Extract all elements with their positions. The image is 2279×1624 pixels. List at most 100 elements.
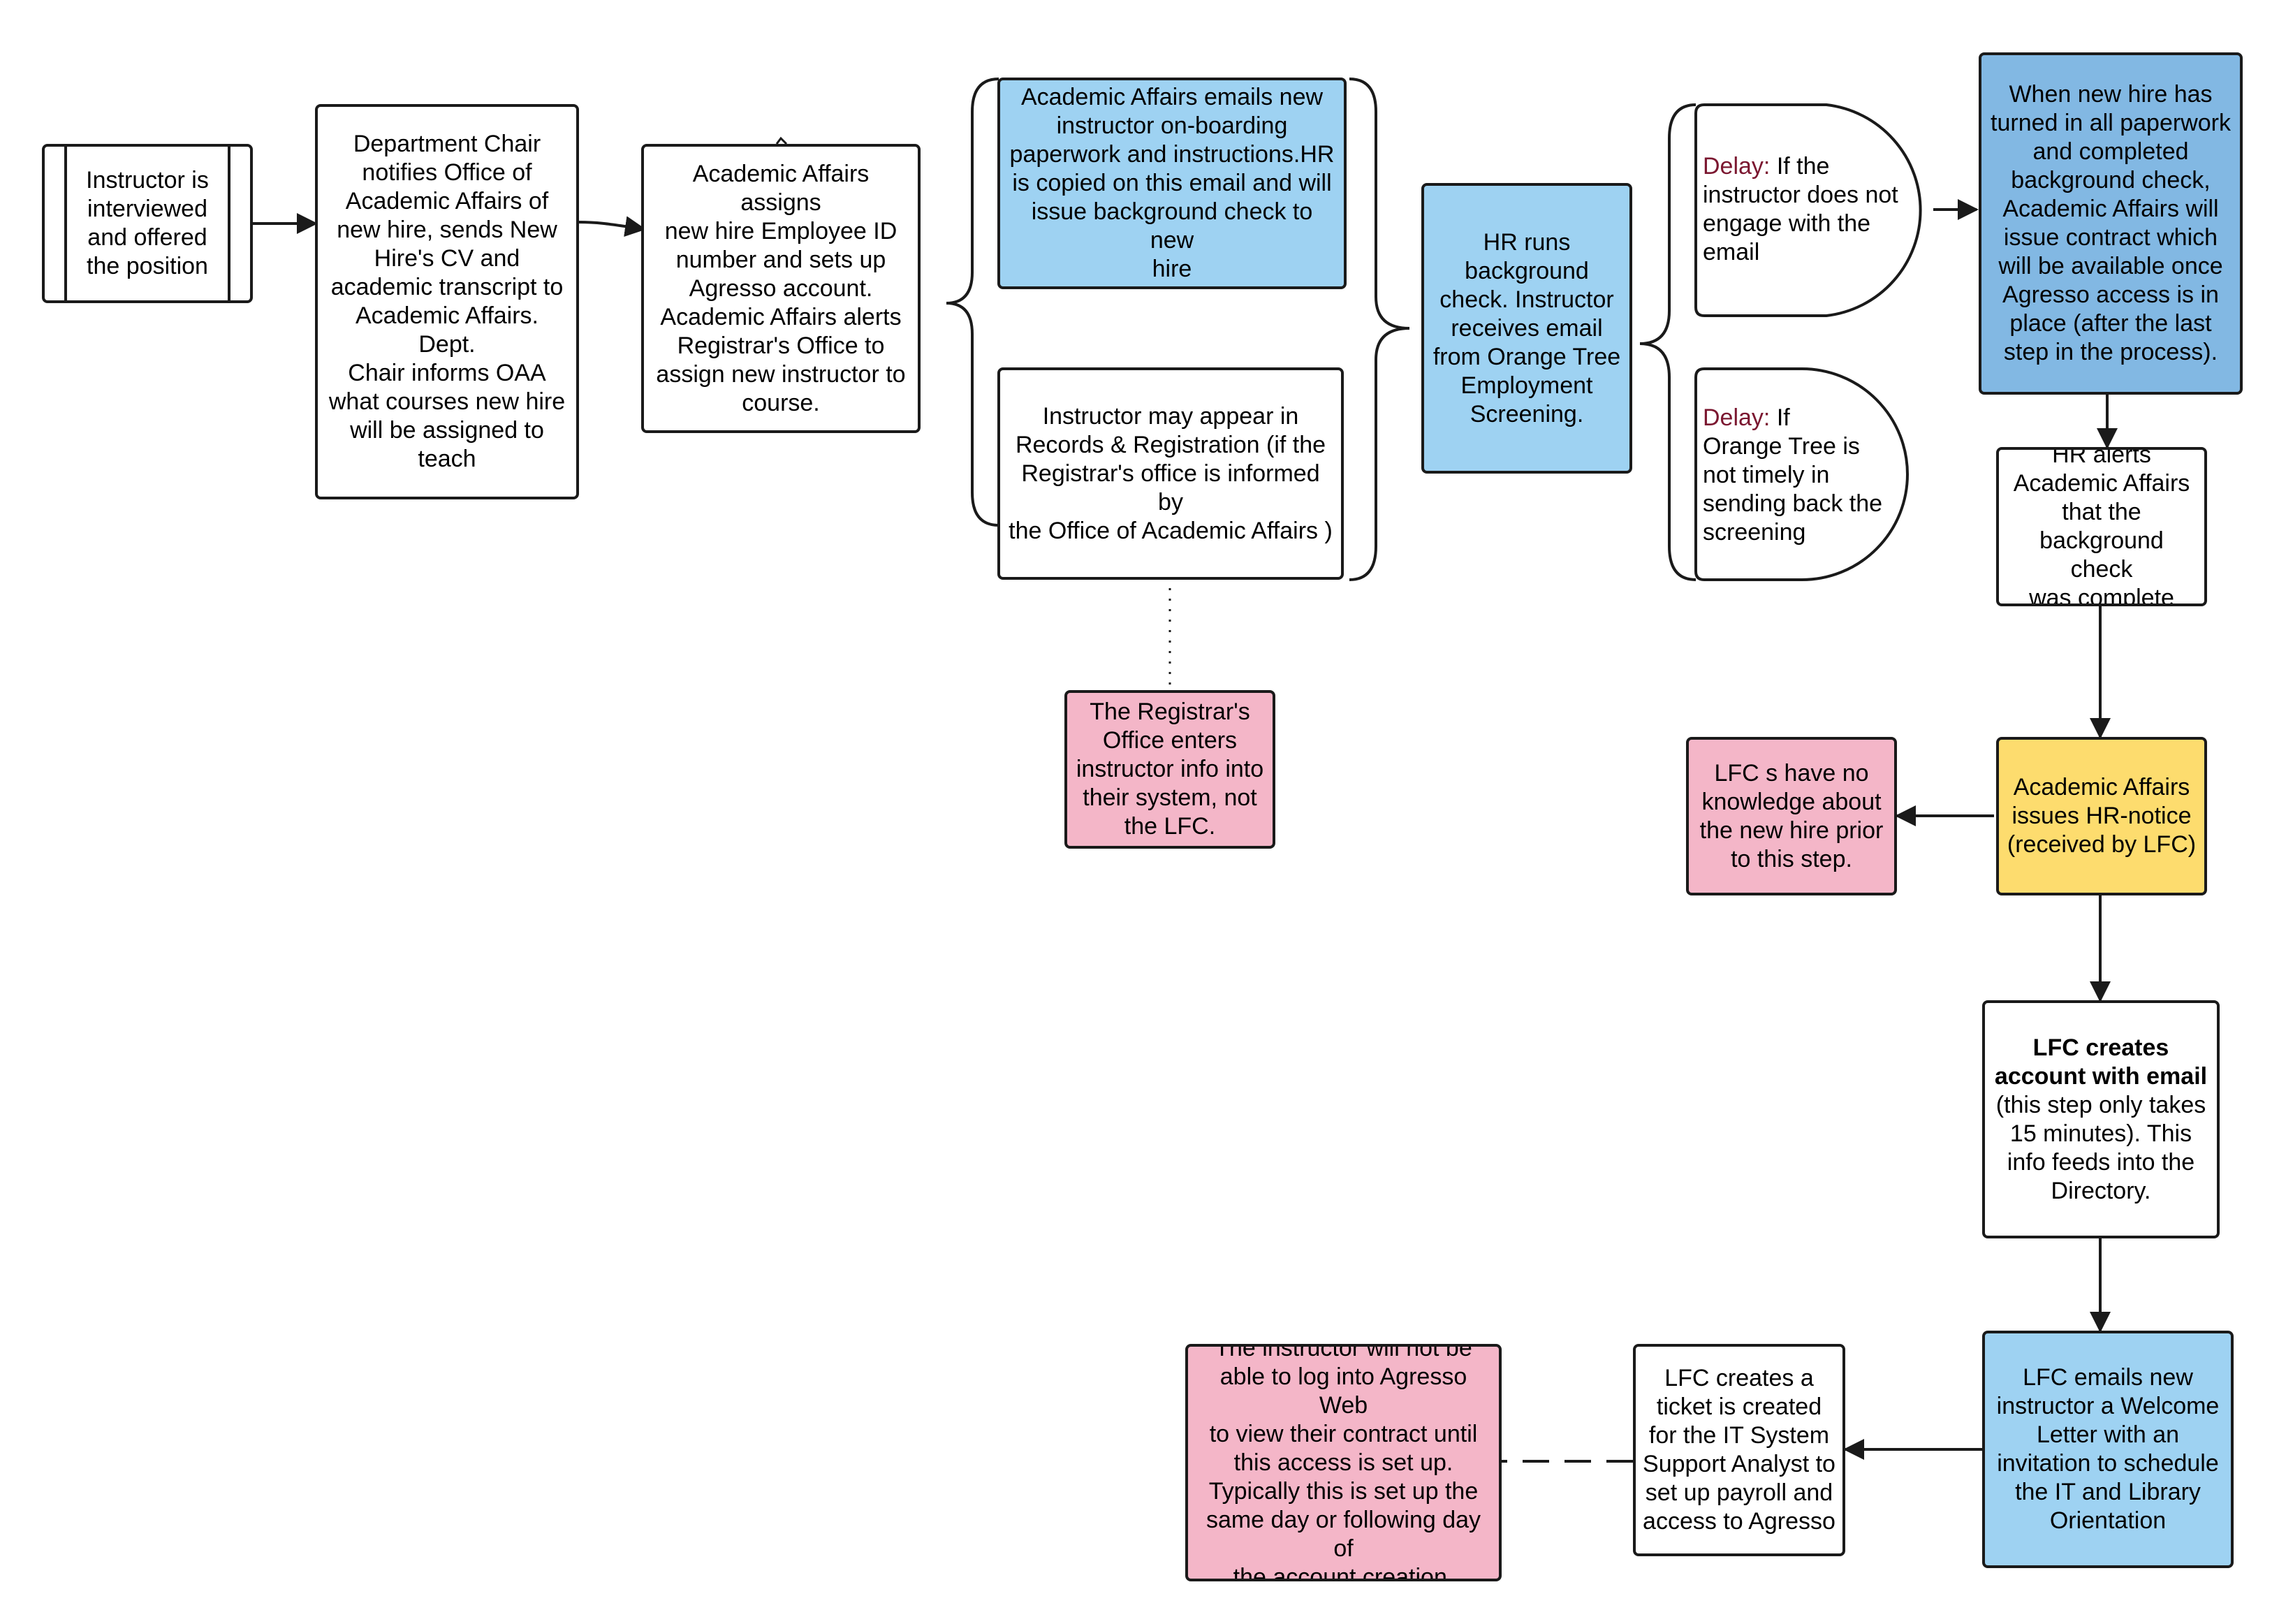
- delay-shape-2: [1694, 367, 1909, 581]
- node-line: Delay: If: [1703, 404, 1790, 432]
- node-line: Academic Affairs assigns: [692, 160, 870, 216]
- node-line: Orange Tree is: [1703, 432, 1860, 460]
- node-line: issues HR-notice: [2011, 803, 2192, 829]
- node-line: background check: [2039, 527, 2164, 583]
- node-line: Academic Affairs of: [345, 188, 549, 214]
- node-line: Directory.: [2051, 1177, 2151, 1204]
- node-line-bold: LFC creates: [2032, 1034, 2169, 1061]
- node-line: paperwork and instructions.HR: [1009, 141, 1335, 168]
- node-line: knowledge about: [1701, 788, 1882, 815]
- node-line: new hire, sends New: [337, 217, 557, 243]
- node-line: background check,: [2011, 167, 2211, 193]
- process-bar-left: [64, 147, 67, 300]
- node-department-chair: Department Chair notifies Office of Acad…: [315, 104, 579, 499]
- node-affairs-emails-instructor: Academic Affairs emails new instructor o…: [997, 78, 1347, 289]
- node-line: sending back the: [1703, 490, 1883, 517]
- node-line: same day or following day of: [1206, 1506, 1481, 1562]
- node-line: teach: [418, 446, 476, 472]
- node-registrar-enters-info: The Registrar's Office enters instructor…: [1064, 690, 1275, 849]
- node-line: is copied on this email and will: [1012, 170, 1332, 196]
- node-line: academic transcript to: [330, 274, 564, 300]
- node-line: (this step only takes: [1995, 1091, 2206, 1118]
- node-line: Hire's CV and: [374, 245, 520, 272]
- node-line: HR alerts: [2052, 447, 2151, 468]
- node-line: step in the process).: [2003, 339, 2218, 365]
- node-line: 15 minutes). This: [2009, 1120, 2192, 1147]
- node-line: set up payroll and: [1645, 1479, 1833, 1506]
- node-line: The instructor will not be: [1215, 1344, 1472, 1361]
- node-line: HR runs: [1483, 228, 1571, 256]
- node-lfc-welcome-letter: LFC emails new instructor a Welcome Lett…: [1982, 1331, 2234, 1568]
- node-line: to view their contract until: [1209, 1420, 1478, 1447]
- node-line: Academic Affairs emails new: [1020, 84, 1324, 110]
- node-line: hire: [1152, 256, 1192, 282]
- node-line: Agresso account.: [689, 275, 873, 302]
- node-lfc-ticket: LFC creates a ticket is created for the …: [1633, 1344, 1845, 1556]
- node-line: (received by LFC): [2007, 831, 2197, 858]
- node-line: email: [1703, 239, 1760, 265]
- node-line: check. Instructor: [1439, 286, 1614, 313]
- node-hr-notice: Academic Affairs issues HR-notice (recei…: [1996, 737, 2207, 895]
- node-agresso-access-note: The instructor will not be able to log i…: [1185, 1344, 1502, 1581]
- node-line: instructor a Welcome: [1996, 1393, 2220, 1419]
- edge-chair-to-affairs: [578, 216, 646, 237]
- delay-text: If the: [1770, 153, 1830, 180]
- node-line: and completed: [2032, 138, 2189, 165]
- node-line: from Orange Tree: [1432, 343, 1621, 370]
- node-line: to this step.: [1731, 845, 1852, 872]
- node-delay-orange-tree: Delay: If Orange Tree is not timely in s…: [1697, 391, 1907, 559]
- node-line: invitation to schedule: [1997, 1450, 2219, 1477]
- node-line: Letter with an: [2036, 1421, 2180, 1448]
- delay-text: If: [1770, 404, 1790, 431]
- node-line: the new hire prior: [1699, 817, 1884, 844]
- node-line: Academic Affairs will: [2002, 196, 2219, 222]
- node-line: interviewed: [87, 196, 207, 222]
- node-line: Academic Affairs alerts: [660, 303, 902, 330]
- node-line: LFC emails new: [2023, 1364, 2193, 1391]
- node-line: Typically this is set up the: [1208, 1477, 1479, 1505]
- node-line: the account creation.: [1233, 1563, 1454, 1581]
- node-line: the Office of Academic Affairs ): [1009, 517, 1333, 544]
- node-line: ticket is created: [1656, 1393, 1822, 1420]
- node-line-bold: account with email: [1994, 1062, 2208, 1090]
- node-line: info feeds into the: [2007, 1148, 2195, 1176]
- delay-shape-1: [1694, 103, 1922, 317]
- node-line: not timely in: [1703, 461, 1830, 488]
- node-line: engage with the: [1703, 210, 1871, 237]
- process-bar-right: [228, 147, 230, 300]
- node-line: Department Chair: [353, 131, 541, 157]
- node-delay-instructor-engage: Delay: If the instructor does not engage…: [1697, 133, 1928, 286]
- node-line: Support Analyst to: [1643, 1451, 1835, 1477]
- node-line: Screening.: [1470, 400, 1584, 427]
- node-line: number and sets up: [675, 246, 886, 273]
- node-line: new hire Employee ID: [664, 217, 897, 244]
- node-line: When new hire has: [2009, 81, 2213, 108]
- node-line: and offered: [87, 224, 207, 251]
- node-line: this access is set up.: [1233, 1449, 1453, 1476]
- node-line: Delay: If the: [1703, 152, 1829, 181]
- node-records-registration: Instructor may appear in Records & Regis…: [997, 367, 1344, 580]
- delay-label: Delay:: [1703, 404, 1771, 431]
- node-line: Registrar's office is informed by: [1021, 460, 1320, 515]
- node-line: notifies Office of: [362, 159, 532, 186]
- node-line: The Registrar's: [1090, 698, 1250, 725]
- node-line: LFC s have no: [1714, 759, 1869, 787]
- node-line: Agresso access is in: [2002, 281, 2219, 308]
- node-line: Academic Affairs: [2013, 774, 2190, 800]
- node-line: instructor does not: [1703, 182, 1898, 208]
- brace-right-affairs: [1349, 78, 1410, 581]
- node-line: receives email: [1451, 314, 1603, 342]
- node-line: that the: [2062, 499, 2141, 525]
- node-line: LFC creates a: [1664, 1365, 1814, 1391]
- node-line: place (after the last: [2009, 310, 2212, 337]
- brace-left-affairs: [946, 78, 999, 527]
- node-line: instructor on-boarding: [1056, 112, 1288, 139]
- node-line: Office enters: [1102, 727, 1238, 754]
- node-line: Employment: [1460, 372, 1593, 399]
- node-line: Orientation: [2049, 1507, 2167, 1534]
- node-line: screening: [1703, 518, 1806, 546]
- node-hr-alerts: HR alerts Academic Affairs that the back…: [1996, 447, 2207, 606]
- node-line: will be assigned to: [350, 417, 544, 444]
- node-line: Instructor may appear in: [1042, 402, 1299, 430]
